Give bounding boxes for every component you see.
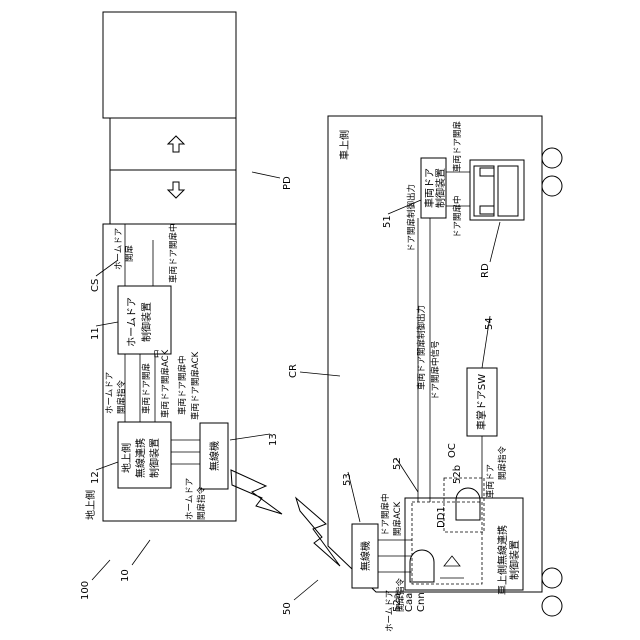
- ref-dd1: DD1: [436, 506, 447, 528]
- sig-door-opening-signal: ドア開扉中信号: [430, 340, 441, 400]
- ref-52b: 52b: [452, 465, 463, 484]
- vehicle-door-rd: [470, 160, 524, 220]
- sig-vehicle-door-ack-2: 車両ドア開扉ACK: [190, 351, 201, 420]
- ref-cs: CS: [90, 279, 101, 292]
- sig-home-door-cmd-1: ホームドア: [105, 372, 115, 414]
- conductor-door-switch-label: 車掌ドアSW: [475, 374, 488, 430]
- ref-52: 52: [392, 457, 403, 470]
- sig-vehicle-door-opening-1: 車両ドア開扉中: [168, 223, 179, 283]
- ref-rd: RD: [480, 263, 491, 278]
- ref-13: 13: [268, 433, 279, 446]
- ref-pd: PD: [282, 176, 293, 190]
- ref-10: 10: [120, 569, 131, 582]
- vehicle-wireless-ctrl-label-1: 車上側無線連携: [496, 525, 509, 595]
- sig-home-door-cmd-2-2: 開扉指令: [196, 485, 207, 520]
- sig-door-ack-2: 開扉ACK: [392, 501, 403, 536]
- vehicle-door-control-label-1: 車両ドア: [423, 168, 436, 208]
- sig-vehicle-door-opening-3: 車両ドア開扉中: [177, 355, 188, 415]
- vehicle-wireless-ctrl-label-2: 制御装置: [508, 540, 521, 580]
- home-door-control-label-2: 制御装置: [140, 302, 153, 342]
- ref-100: 100: [80, 581, 91, 600]
- sig-vehicle-door-cmd-1: 車両ドア: [485, 464, 496, 498]
- sig-door-opening: ドア開扉中: [452, 195, 463, 238]
- platform-doors: [103, 12, 236, 224]
- ground-radio-label: 無線機: [208, 441, 221, 471]
- sig-home-door-2: 開扉: [124, 245, 135, 262]
- ref-ground-side: 地上側: [84, 490, 97, 520]
- sig-home-door-cmd-2-1: ホームドア: [185, 478, 195, 520]
- ref-50: 50: [282, 602, 293, 615]
- vehicle-door-control-label-2: 制御装置: [434, 168, 447, 208]
- ref-12: 12: [90, 471, 101, 484]
- ref-caa: Caa: [404, 593, 415, 612]
- ground-wireless-ctrl-label-3: 制御装置: [148, 438, 161, 478]
- ref-oc: OC: [447, 443, 458, 458]
- ground-wireless-ctrl-label-2: 無線連携: [134, 438, 147, 478]
- ground-wireless-ctrl-label-1: 地上側: [120, 443, 133, 473]
- home-door-control-label-1: ホームドア: [126, 297, 138, 347]
- sig-vehicle-door-control-out: 車両ドア開扉制御出力: [416, 305, 427, 390]
- sig-vehicle-door-opening-2a: 車両ドア開扉: [141, 363, 152, 414]
- arrow-down-icon: [168, 182, 184, 198]
- ref-52a: 52a: [392, 593, 403, 612]
- ref-51: 51: [382, 215, 393, 228]
- vehicle-side-label: 車上側: [338, 130, 351, 160]
- ref-11: 11: [90, 327, 101, 340]
- sig-vehicle-door-cmd-2: 開扉指令: [497, 445, 508, 480]
- sig-home-door-1: ホームドア: [114, 228, 124, 270]
- sig-door-opening-out: ドア開扉制御出力: [406, 184, 417, 252]
- arrow-up-icon: [168, 136, 184, 152]
- ref-cr: CR: [288, 364, 299, 378]
- vehicle-radio-label: 無線機: [359, 541, 372, 571]
- ref-53: 53: [342, 473, 353, 486]
- sig-home-door-cmd-2: 開扉指令: [116, 379, 127, 414]
- radio-wave-icon: [231, 470, 340, 566]
- ref-cnn: Cnn: [416, 592, 427, 612]
- sig-door-ack-1: ドア開扉中: [380, 493, 391, 536]
- sig-vehicle-door-open-close: 車両ドア開扉: [452, 121, 463, 172]
- sig-vehicle-door-ack-1: 車両ドア開扉ACK: [160, 349, 171, 418]
